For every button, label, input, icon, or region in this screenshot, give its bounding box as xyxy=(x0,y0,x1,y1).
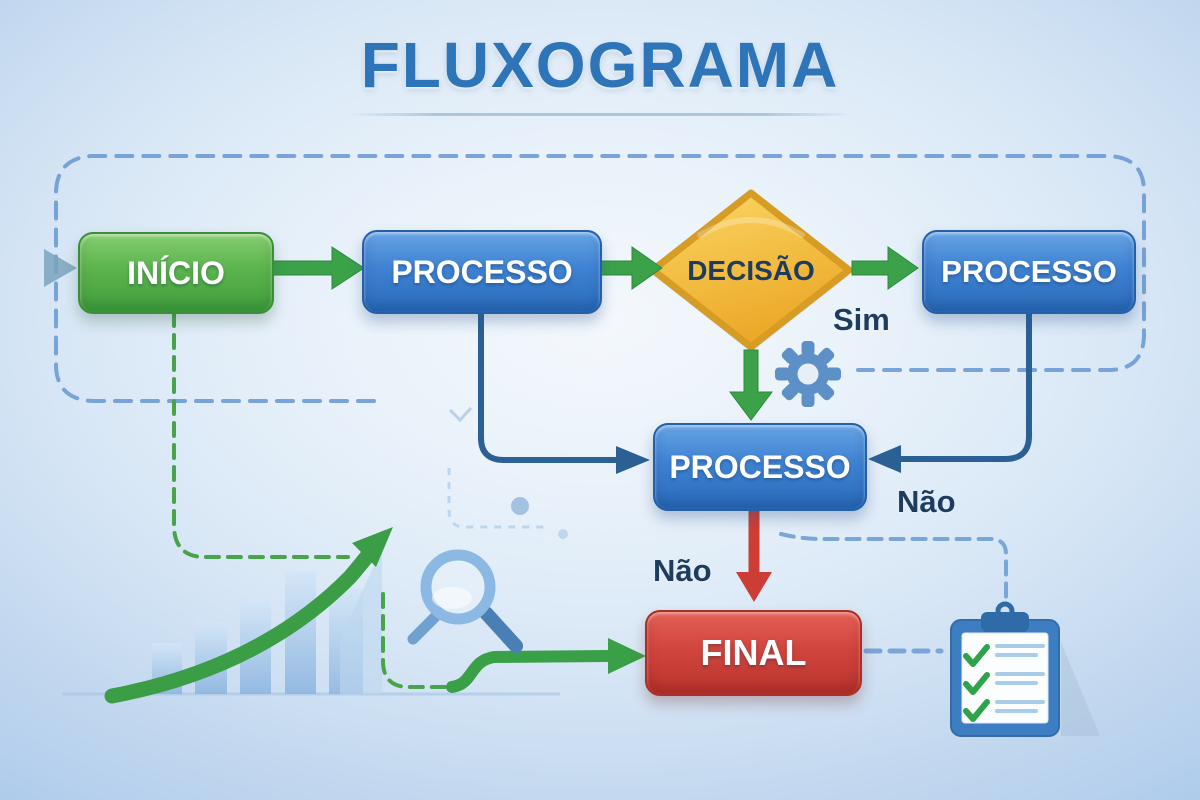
connector-processo2-to-processo3 xyxy=(868,311,1032,473)
dashed-nao-path xyxy=(779,532,1008,654)
edge-label-sim: Sim xyxy=(833,302,890,337)
bar-chart-icon xyxy=(62,548,560,696)
magnifier-icon xyxy=(407,549,523,653)
arrow-decisao-processo2 xyxy=(851,246,919,290)
node-processo-3-label: PROCESSO xyxy=(669,448,851,485)
dashed-green-path xyxy=(172,311,646,693)
connector-processo1-to-processo3 xyxy=(478,311,650,474)
arrow-inicio-processo1 xyxy=(271,246,365,290)
edge-label-nao-below: Não xyxy=(653,553,712,588)
node-decisao-label: DECISÃO xyxy=(687,255,815,286)
edge-label-nao-right: Não xyxy=(897,484,956,519)
decorative-dashed-path xyxy=(447,406,568,539)
arrow-processo1-decisao xyxy=(599,246,663,290)
growth-arrow-icon xyxy=(104,527,393,704)
node-processo-1: PROCESSO xyxy=(362,230,602,314)
gear-icon xyxy=(775,341,841,407)
arrow-to-final xyxy=(608,638,646,674)
title-underline xyxy=(346,113,854,116)
node-processo-3: PROCESSO xyxy=(653,423,867,511)
node-processo-2-label: PROCESSO xyxy=(941,254,1117,289)
page-title: FLUXOGRAMA xyxy=(360,29,840,101)
start-pointer-icon xyxy=(44,249,77,287)
dashed-border xyxy=(54,154,1146,403)
green-flow-arrows xyxy=(271,246,919,421)
node-final-label: FINAL xyxy=(700,632,807,673)
clipboard-checklist-icon xyxy=(950,601,1100,737)
node-final: FINAL xyxy=(645,610,862,696)
arrow-decisao-processo3 xyxy=(729,349,773,421)
node-inicio-label: INÍCIO xyxy=(127,254,225,291)
arrow-red-to-final xyxy=(736,509,772,602)
decision-diamond xyxy=(649,189,853,352)
node-processo-1-label: PROCESSO xyxy=(391,253,573,290)
node-processo-2: PROCESSO xyxy=(922,230,1136,314)
node-inicio: INÍCIO xyxy=(78,232,274,314)
